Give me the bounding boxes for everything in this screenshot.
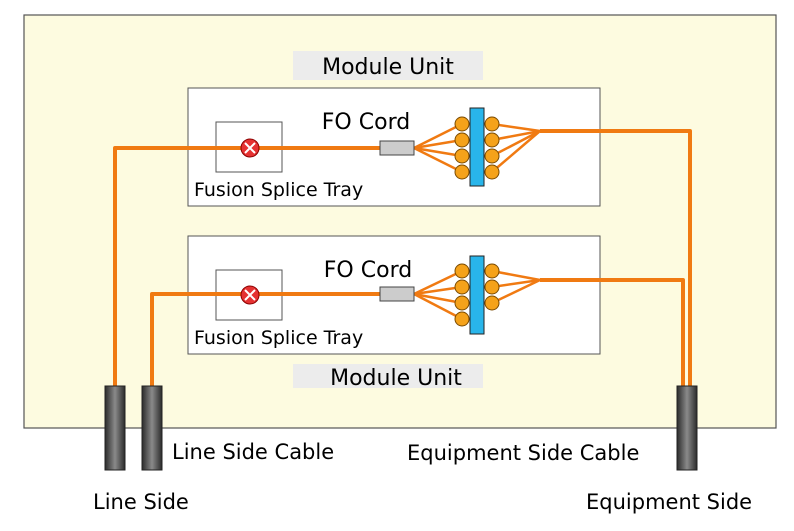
- fan-out-top-1: [413, 122, 463, 150]
- connector-circle-icon: [484, 116, 500, 132]
- fusion-splice-x-icon: [240, 285, 260, 305]
- connector-circle-icon: [454, 279, 470, 295]
- fo-cord-top-label: FO Cord: [322, 110, 410, 135]
- module-unit-top-label: Module Unit: [322, 55, 454, 80]
- line-side-cable-2: [141, 385, 163, 471]
- line-side-label: Line Side: [93, 490, 189, 514]
- equipment-side-cable: [676, 385, 698, 471]
- line-side-cable-label: Line Side Cable: [172, 440, 334, 464]
- fan-out-bottom-1: [413, 269, 463, 296]
- connector-circle-icon: [484, 295, 500, 311]
- connector-circle-icon: [454, 311, 470, 327]
- connector-circle-icon: [484, 148, 500, 164]
- fan-out-top-4: [413, 146, 463, 174]
- fan-out-bottom-2: [413, 285, 463, 296]
- fo-cord-ferrule-bottom: [379, 286, 415, 302]
- adapter-panel-top: [469, 107, 485, 187]
- splice-tray-bottom-label: Fusion Splice Tray: [194, 327, 363, 349]
- fan-out-bottom-3: [413, 292, 463, 305]
- connector-circle-icon: [454, 148, 470, 164]
- line-fiber-top: [113, 146, 380, 386]
- connector-circle-icon: [484, 279, 500, 295]
- equipment-fiber-top: [540, 129, 692, 386]
- fo-cord-ferrule-top: [379, 140, 415, 156]
- splice-tray-top-label: Fusion Splice Tray: [194, 179, 363, 201]
- fan-in-top-4: [491, 130, 541, 173]
- connector-circle-icon: [454, 164, 470, 180]
- line-fiber-bottom: [150, 292, 380, 386]
- connector-circle-icon: [454, 132, 470, 148]
- fo-cord-bottom-label: FO Cord: [324, 258, 412, 283]
- fusion-splice-x-icon: [240, 138, 260, 158]
- connector-circle-icon: [484, 132, 500, 148]
- connector-circle-icon: [454, 263, 470, 279]
- fan-in-bottom-3: [491, 278, 541, 305]
- fan-in-bottom-2: [491, 278, 541, 289]
- fan-out-top-3: [413, 146, 463, 158]
- fan-in-top-1: [491, 122, 541, 133]
- cabinet-enclosure: [23, 14, 777, 429]
- equipment-side-label: Equipment Side: [586, 490, 752, 514]
- connector-circle-icon: [454, 116, 470, 132]
- equipment-fiber-bottom: [540, 278, 685, 386]
- line-side-cable-1: [104, 385, 126, 471]
- fan-in-top-3: [491, 129, 541, 158]
- module-unit-top-band: [293, 51, 483, 80]
- connector-circle-icon: [484, 263, 500, 279]
- fan-in-bottom-1: [491, 269, 541, 282]
- module-unit-bottom-band: [293, 364, 483, 388]
- module-unit-bottom-label: Module Unit: [330, 366, 462, 391]
- adapter-panel-bottom: [469, 255, 485, 335]
- fan-in-top-2: [491, 129, 541, 142]
- equipment-side-cable-label: Equipment Side Cable: [407, 441, 639, 465]
- connector-circle-icon: [454, 295, 470, 311]
- fan-out-top-2: [413, 138, 463, 150]
- fan-out-bottom-4: [413, 292, 463, 321]
- connector-circle-icon: [484, 164, 500, 180]
